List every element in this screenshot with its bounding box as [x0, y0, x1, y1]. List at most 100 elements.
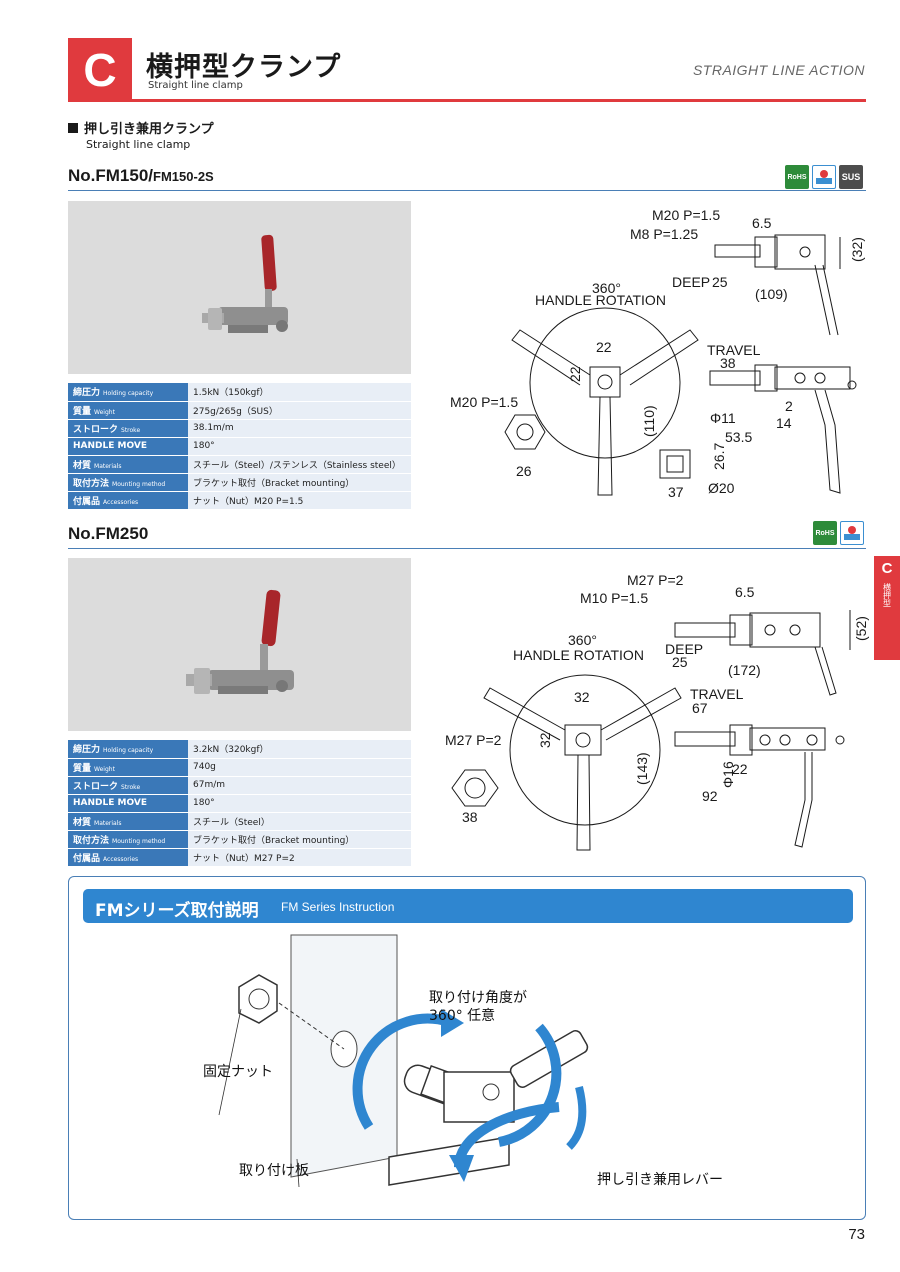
spec-value: スチール（Steel）	[188, 812, 411, 831]
page-number: 73	[848, 1226, 865, 1243]
dim-thread1: M20 P=1.5	[652, 207, 720, 223]
model-title-fm250: No.FM250	[68, 524, 148, 544]
dim-phi16: Φ16	[720, 761, 736, 788]
spec-value: 740g	[188, 758, 411, 777]
spec-value: ナット（Nut）M20 P=1.5	[188, 491, 411, 510]
page-subtitle: Straight line clamp	[148, 80, 243, 91]
dim-26-7: 26.7	[711, 443, 727, 470]
dim-92: 92	[702, 788, 718, 804]
spec-value: 38.1m/m	[188, 419, 411, 438]
dim-53-5: 53.5	[725, 429, 752, 445]
dim-2: 2	[785, 398, 793, 414]
dim-22: 22	[732, 761, 748, 777]
dim-110: (110)	[641, 405, 657, 437]
cert-badges: RoHS SUS	[785, 165, 863, 189]
rotation-label: HANDLE ROTATION	[535, 292, 666, 308]
spec-key: HANDLE MOVE	[68, 794, 188, 813]
environment-icon	[812, 165, 836, 189]
instruction-title-bar: FMシリーズ取付説明 FM Series Instruction	[83, 889, 853, 923]
nut-thread: M27 P=2	[445, 732, 502, 748]
rohs-icon: RoHS	[785, 165, 809, 189]
dim-deep-label: DEEP	[665, 641, 703, 657]
model-name: No.FM250	[68, 524, 149, 543]
travel-value: 67	[692, 700, 708, 716]
dim-thread2: M8 P=1.25	[630, 226, 698, 242]
model-name: No.FM150/	[68, 166, 154, 185]
instruction-title-jp: FMシリーズ取付説明	[95, 901, 259, 921]
side-index-tab: C 横押型	[874, 556, 900, 660]
dim-52: (52)	[853, 616, 869, 641]
category-badge: C	[68, 38, 132, 102]
spec-value: 180°	[188, 794, 411, 813]
cert-badges: RoHS	[813, 521, 864, 545]
dim-109: (109)	[755, 286, 788, 302]
dim-32-horizontal: 32	[574, 689, 590, 705]
header-right-label: STRAIGHT LINE ACTION	[692, 62, 865, 78]
spec-value: 180°	[188, 437, 411, 456]
dim-14: 14	[776, 415, 792, 431]
spec-value: ナット（Nut）M27 P=2	[188, 848, 411, 867]
spec-key: HANDLE MOVE	[68, 437, 188, 456]
section-subheading: Straight line clamp	[86, 138, 191, 151]
dim-deep-value: 25	[672, 654, 688, 670]
rohs-icon: RoHS	[813, 521, 837, 545]
model-divider	[68, 190, 866, 191]
dim-6-5: 6.5	[752, 215, 772, 231]
dim-32: (32)	[849, 237, 865, 262]
environment-icon	[840, 521, 864, 545]
spec-value: スチール（Steel）/ステンレス（Stainless steel）	[188, 455, 411, 474]
dim-phi11: Φ11	[710, 410, 736, 426]
travel-label: TRAVEL	[690, 686, 744, 702]
square-bullet-icon	[68, 123, 78, 133]
spec-value: 275g/265g（SUS）	[188, 401, 411, 420]
spec-value: 3.2kN（320kgf）	[188, 740, 411, 759]
technical-drawing-fm250: M27 P=2 M10 P=1.5 6.5 DEEP 25 (52) (172)…	[445, 572, 869, 851]
technical-drawing-fm150: M20 P=1.5 M8 P=1.25 6.5 DEEP 25 (32) (10…	[450, 207, 865, 500]
spec-value: ブラケット取付（Bracket mounting）	[188, 473, 411, 492]
dim-143: (143)	[634, 752, 650, 785]
clamp-photo-image	[186, 589, 294, 694]
instruction-panel: FMシリーズ取付説明 FM Series Instruction 取り付け角度が…	[68, 876, 866, 1220]
section-heading-text: 押し引き兼用クランプ	[84, 122, 214, 137]
dim-thread1: M27 P=2	[627, 572, 684, 588]
label-angle-line1: 取り付け角度が	[429, 990, 527, 1006]
dim-6-5: 6.5	[735, 584, 755, 600]
dim-deep-label: DEEP	[672, 274, 710, 290]
rotation-degree: 360°	[568, 632, 597, 648]
label-fixing-nut: 固定ナット	[203, 1064, 273, 1080]
sus-icon: SUS	[839, 165, 863, 189]
spec-value: 67m/m	[188, 776, 411, 795]
nut-width: 26	[516, 463, 532, 479]
model-divider	[68, 548, 866, 549]
dim-32-vertical: 32	[537, 732, 553, 748]
dim-22-horizontal: 22	[596, 339, 612, 355]
product-photo-fm150	[68, 201, 411, 374]
travel-label: TRAVEL	[707, 342, 761, 358]
label-push-pull-lever: 押し引き兼用レバー	[597, 1172, 723, 1188]
label-angle-line2: 360° 任意	[429, 1008, 496, 1024]
model-variant: FM150-2S	[153, 169, 214, 184]
dim-172: (172)	[728, 662, 761, 678]
